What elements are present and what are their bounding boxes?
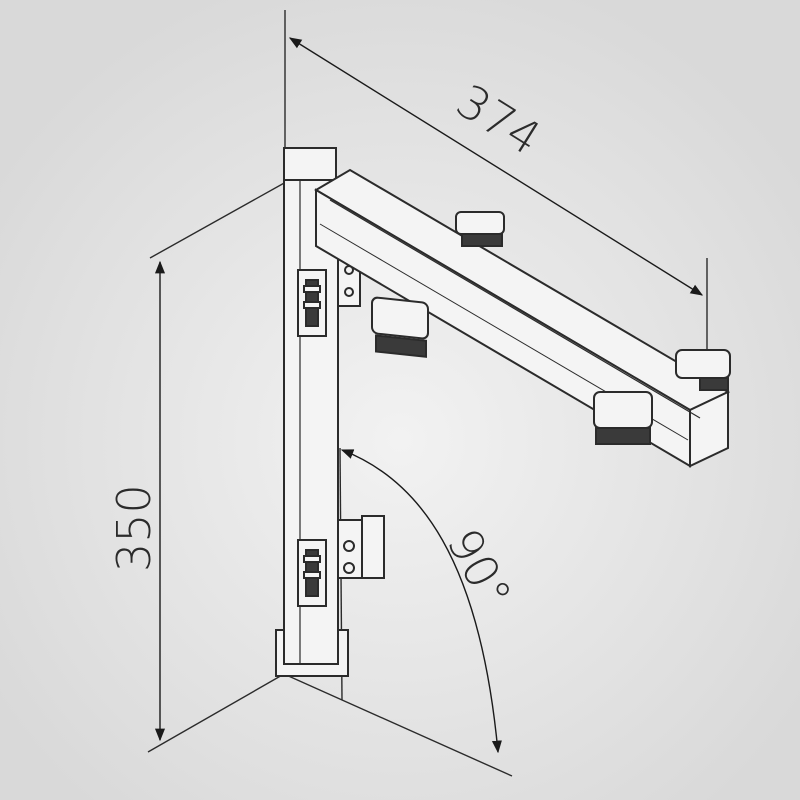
dimension-374-line xyxy=(288,37,704,296)
arm-clamp-1 xyxy=(371,296,429,358)
arm-end-face xyxy=(689,390,729,468)
post-clip-lower xyxy=(297,539,327,607)
post-clip-upper xyxy=(297,269,327,337)
dimension-350-label: 350 xyxy=(107,484,161,572)
dimension-350: 350 xyxy=(107,260,166,742)
lower-hinge xyxy=(337,515,385,579)
arm-clamp-4 xyxy=(675,349,731,391)
post-top-cap xyxy=(283,147,337,181)
arm-clamp-2 xyxy=(455,211,505,247)
post-base xyxy=(275,629,349,677)
arm-clamp-3 xyxy=(593,391,653,445)
angle-arc xyxy=(340,449,502,754)
